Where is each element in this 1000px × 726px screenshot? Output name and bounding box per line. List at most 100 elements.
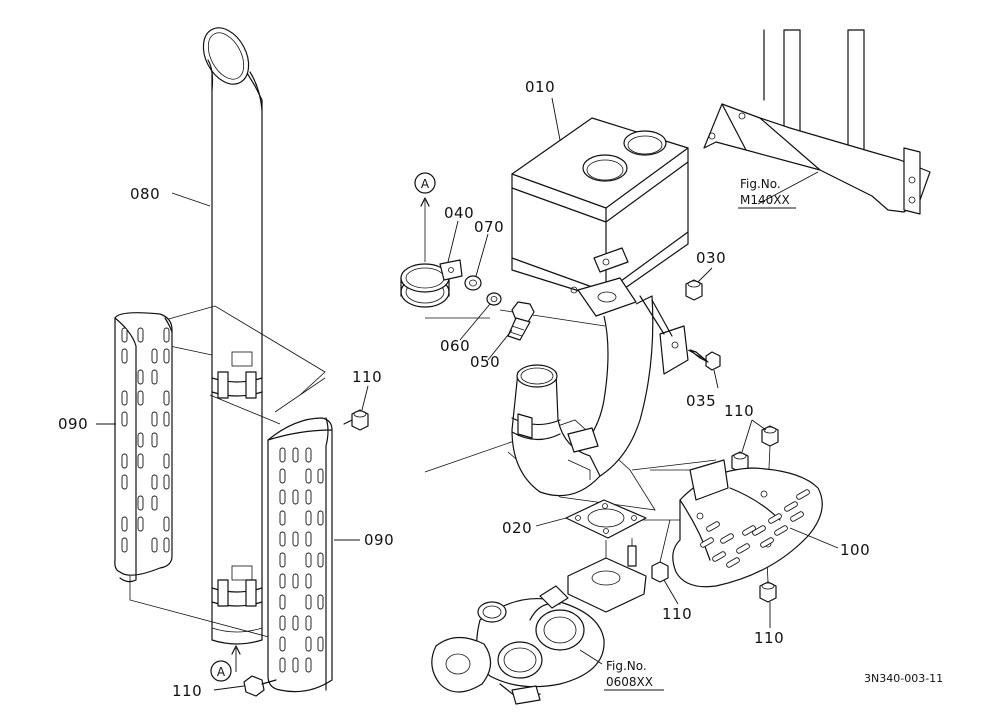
vent-slot: [163, 390, 170, 406]
vent-slot: [752, 525, 766, 536]
vent-slot: [151, 432, 158, 448]
vent-slot: [292, 531, 299, 547]
bolt-110-upper-left: [343, 409, 369, 431]
vent-slot: [279, 447, 286, 463]
vent-slot: [151, 348, 158, 364]
vent-slot: [279, 657, 286, 673]
gasket: [565, 499, 647, 539]
vent-slot: [305, 573, 312, 589]
vent-slot: [279, 552, 286, 568]
frame-figure-reference: Fig.No. M140XX: [738, 177, 796, 209]
vent-slot: [317, 552, 324, 568]
callout-110-upper-right: 110: [724, 402, 754, 420]
callout-110-upper-left: 110: [352, 368, 382, 386]
vent-slot: [760, 537, 774, 548]
marker-a-bottom-text: A: [217, 665, 226, 679]
vent-slot: [279, 636, 286, 652]
clamp: [400, 197, 463, 308]
vent-slot: [279, 468, 286, 484]
vent-slot: [121, 453, 128, 469]
drawing-code: 3N340-003-11: [864, 672, 943, 685]
vent-slot: [790, 511, 804, 522]
callout-110-bottom-left: 110: [172, 682, 202, 700]
vent-slot: [700, 537, 714, 548]
vent-slot: [137, 495, 144, 511]
turbo-fig-number: 0608XX: [606, 675, 653, 689]
vent-slot: [137, 516, 144, 532]
vent-slot: [151, 369, 158, 385]
vent-slot: [292, 615, 299, 631]
vent-slot: [292, 573, 299, 589]
vent-slot: [279, 531, 286, 547]
vent-slot: [163, 516, 170, 532]
vent-slot: [121, 474, 128, 490]
vent-slot: [706, 521, 720, 532]
vent-slot: [774, 525, 788, 536]
turbo-fig-label: Fig.No.: [606, 659, 647, 673]
callout-010: 010: [525, 78, 555, 96]
vent-slot: [784, 501, 798, 512]
callout-080: 080: [130, 185, 160, 203]
vent-slot: [305, 447, 312, 463]
vent-slot: [137, 453, 144, 469]
vent-slot: [305, 615, 312, 631]
marker-a-bottom: A: [210, 660, 232, 682]
vent-slot: [305, 510, 312, 526]
vent-slot: [151, 537, 158, 553]
vent-slot: [305, 636, 312, 652]
heat-shield-right-slots: [279, 447, 324, 673]
vent-slot: [137, 327, 144, 343]
turbo-heat-shield: [672, 459, 823, 588]
frame-bracket: [703, 29, 931, 215]
vent-slot: [305, 594, 312, 610]
turbocharger: [431, 538, 647, 705]
flat-washer: [464, 275, 482, 291]
vent-slot: [712, 551, 726, 562]
bolt-110-upper-right: [731, 425, 779, 491]
vent-slot: [726, 557, 740, 568]
leader-lines: [96, 97, 839, 691]
vent-slot: [279, 573, 286, 589]
callout-050: 050: [470, 353, 500, 371]
vent-slot: [121, 411, 128, 427]
turbo-heat-shield-slots: [700, 489, 810, 568]
vent-slot: [163, 411, 170, 427]
callout-090-right: 090: [364, 531, 394, 549]
vent-slot: [279, 489, 286, 505]
vent-slot: [137, 369, 144, 385]
vent-slot: [292, 489, 299, 505]
vent-slot: [163, 348, 170, 364]
vent-slot: [796, 489, 810, 500]
flange-nut: [685, 279, 703, 301]
vent-slot: [305, 468, 312, 484]
frame-fig-number: M140XX: [740, 193, 790, 207]
vent-slot: [305, 657, 312, 673]
vent-slot: [736, 543, 750, 554]
vent-slot: [279, 615, 286, 631]
vent-slot: [279, 510, 286, 526]
vent-slot: [768, 513, 782, 524]
bolt-110-lower-middle: [651, 519, 671, 583]
callout-040: 040: [444, 204, 474, 222]
vent-slot: [151, 411, 158, 427]
marker-a-top: A: [414, 172, 436, 194]
bolt-110-bottom-left: [243, 675, 277, 697]
bolt-035: [687, 349, 721, 371]
vent-slot: [151, 495, 158, 511]
vent-slot: [292, 657, 299, 673]
vent-slot: [121, 390, 128, 406]
vent-slot: [317, 594, 324, 610]
muffler: [511, 117, 689, 487]
marker-a-top-text: A: [421, 177, 430, 191]
vent-slot: [279, 594, 286, 610]
elbow-pipe: [511, 364, 601, 497]
vent-slot: [292, 447, 299, 463]
vent-slot: [121, 516, 128, 532]
callout-110-lower-middle: 110: [662, 605, 692, 623]
callout-060: 060: [440, 337, 470, 355]
heat-shield-left-slots: [121, 327, 170, 553]
callout-090-left: 090: [58, 415, 88, 433]
vent-slot: [137, 390, 144, 406]
